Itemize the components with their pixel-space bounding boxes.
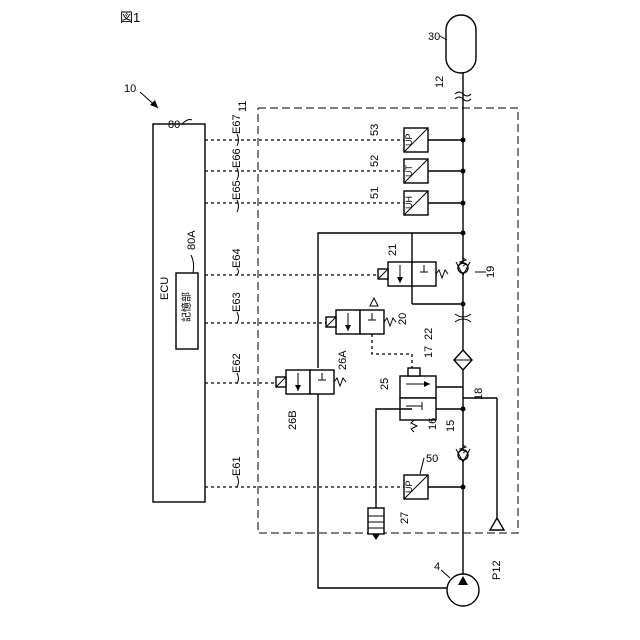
- sensor-52-ref: 52: [369, 155, 381, 167]
- signal-e63-label: E63: [231, 292, 243, 312]
- sensor-53-ref: 53: [369, 124, 381, 136]
- silencer-27: [368, 508, 384, 540]
- pilot-26a: [372, 334, 412, 372]
- valve-21: [378, 262, 448, 286]
- check-valve-19: [456, 258, 470, 275]
- svg-text:UH: UH: [404, 196, 414, 209]
- port-ref: P12: [491, 560, 503, 580]
- svg-text:UP: UP: [404, 133, 414, 146]
- port-symbol: [490, 518, 504, 530]
- check-15-ref: 15: [445, 420, 457, 432]
- storage-name: 記憶部: [180, 292, 193, 322]
- sensor-53: UP: [404, 128, 428, 152]
- ecu-name: ECU: [159, 277, 171, 300]
- signal-e65-label: E65: [231, 180, 243, 200]
- valve-26a-ref: 26A: [337, 350, 349, 370]
- signal-e62-label: E62: [231, 353, 243, 373]
- sensor-50-ref: 50: [426, 453, 438, 465]
- system-label: 10: [124, 83, 136, 95]
- tank-ref: 30: [428, 31, 440, 43]
- tank: [446, 15, 476, 73]
- sensor-51: UH: [404, 191, 428, 215]
- svg-text:UT: UT: [404, 165, 414, 177]
- signal-e67-label: E67: [231, 114, 243, 134]
- figure-title: 図1: [120, 10, 140, 25]
- sensor-50: UP: [404, 475, 428, 499]
- sensor-51-ref: 51: [369, 187, 381, 199]
- orifice-22-ref: 22: [423, 328, 435, 340]
- silencer-27-ref: 27: [399, 512, 411, 524]
- ref-18: 18: [473, 388, 485, 400]
- valve-26b: [276, 370, 346, 394]
- signal-e64-label: E64: [231, 248, 243, 268]
- filter-17: [454, 350, 472, 370]
- valve-21-ref: 21: [387, 244, 399, 256]
- valve-25-ref: 25: [379, 378, 391, 390]
- pump-ref: 4: [434, 561, 440, 573]
- line-20-ref: 20: [397, 313, 409, 325]
- storage-ref: 80A: [186, 230, 198, 250]
- check-19-ref: 19: [485, 266, 497, 278]
- system-arrow: [140, 92, 158, 108]
- filter-17-ref: 17: [423, 346, 435, 358]
- signal-e66-label: E66: [231, 148, 243, 168]
- ecu-ref-label: 80: [168, 119, 180, 131]
- unit-ref: 11: [237, 101, 249, 112]
- ref-16: 16: [427, 418, 439, 430]
- check-valve-15: [456, 445, 470, 462]
- sensor-52: UT: [404, 159, 428, 183]
- line-ref: 12: [434, 76, 446, 88]
- valve-26a: [326, 298, 396, 334]
- valve-26b-ref: 26B: [287, 410, 299, 430]
- signal-e61-label: E61: [231, 456, 243, 476]
- svg-text:UP: UP: [404, 480, 414, 493]
